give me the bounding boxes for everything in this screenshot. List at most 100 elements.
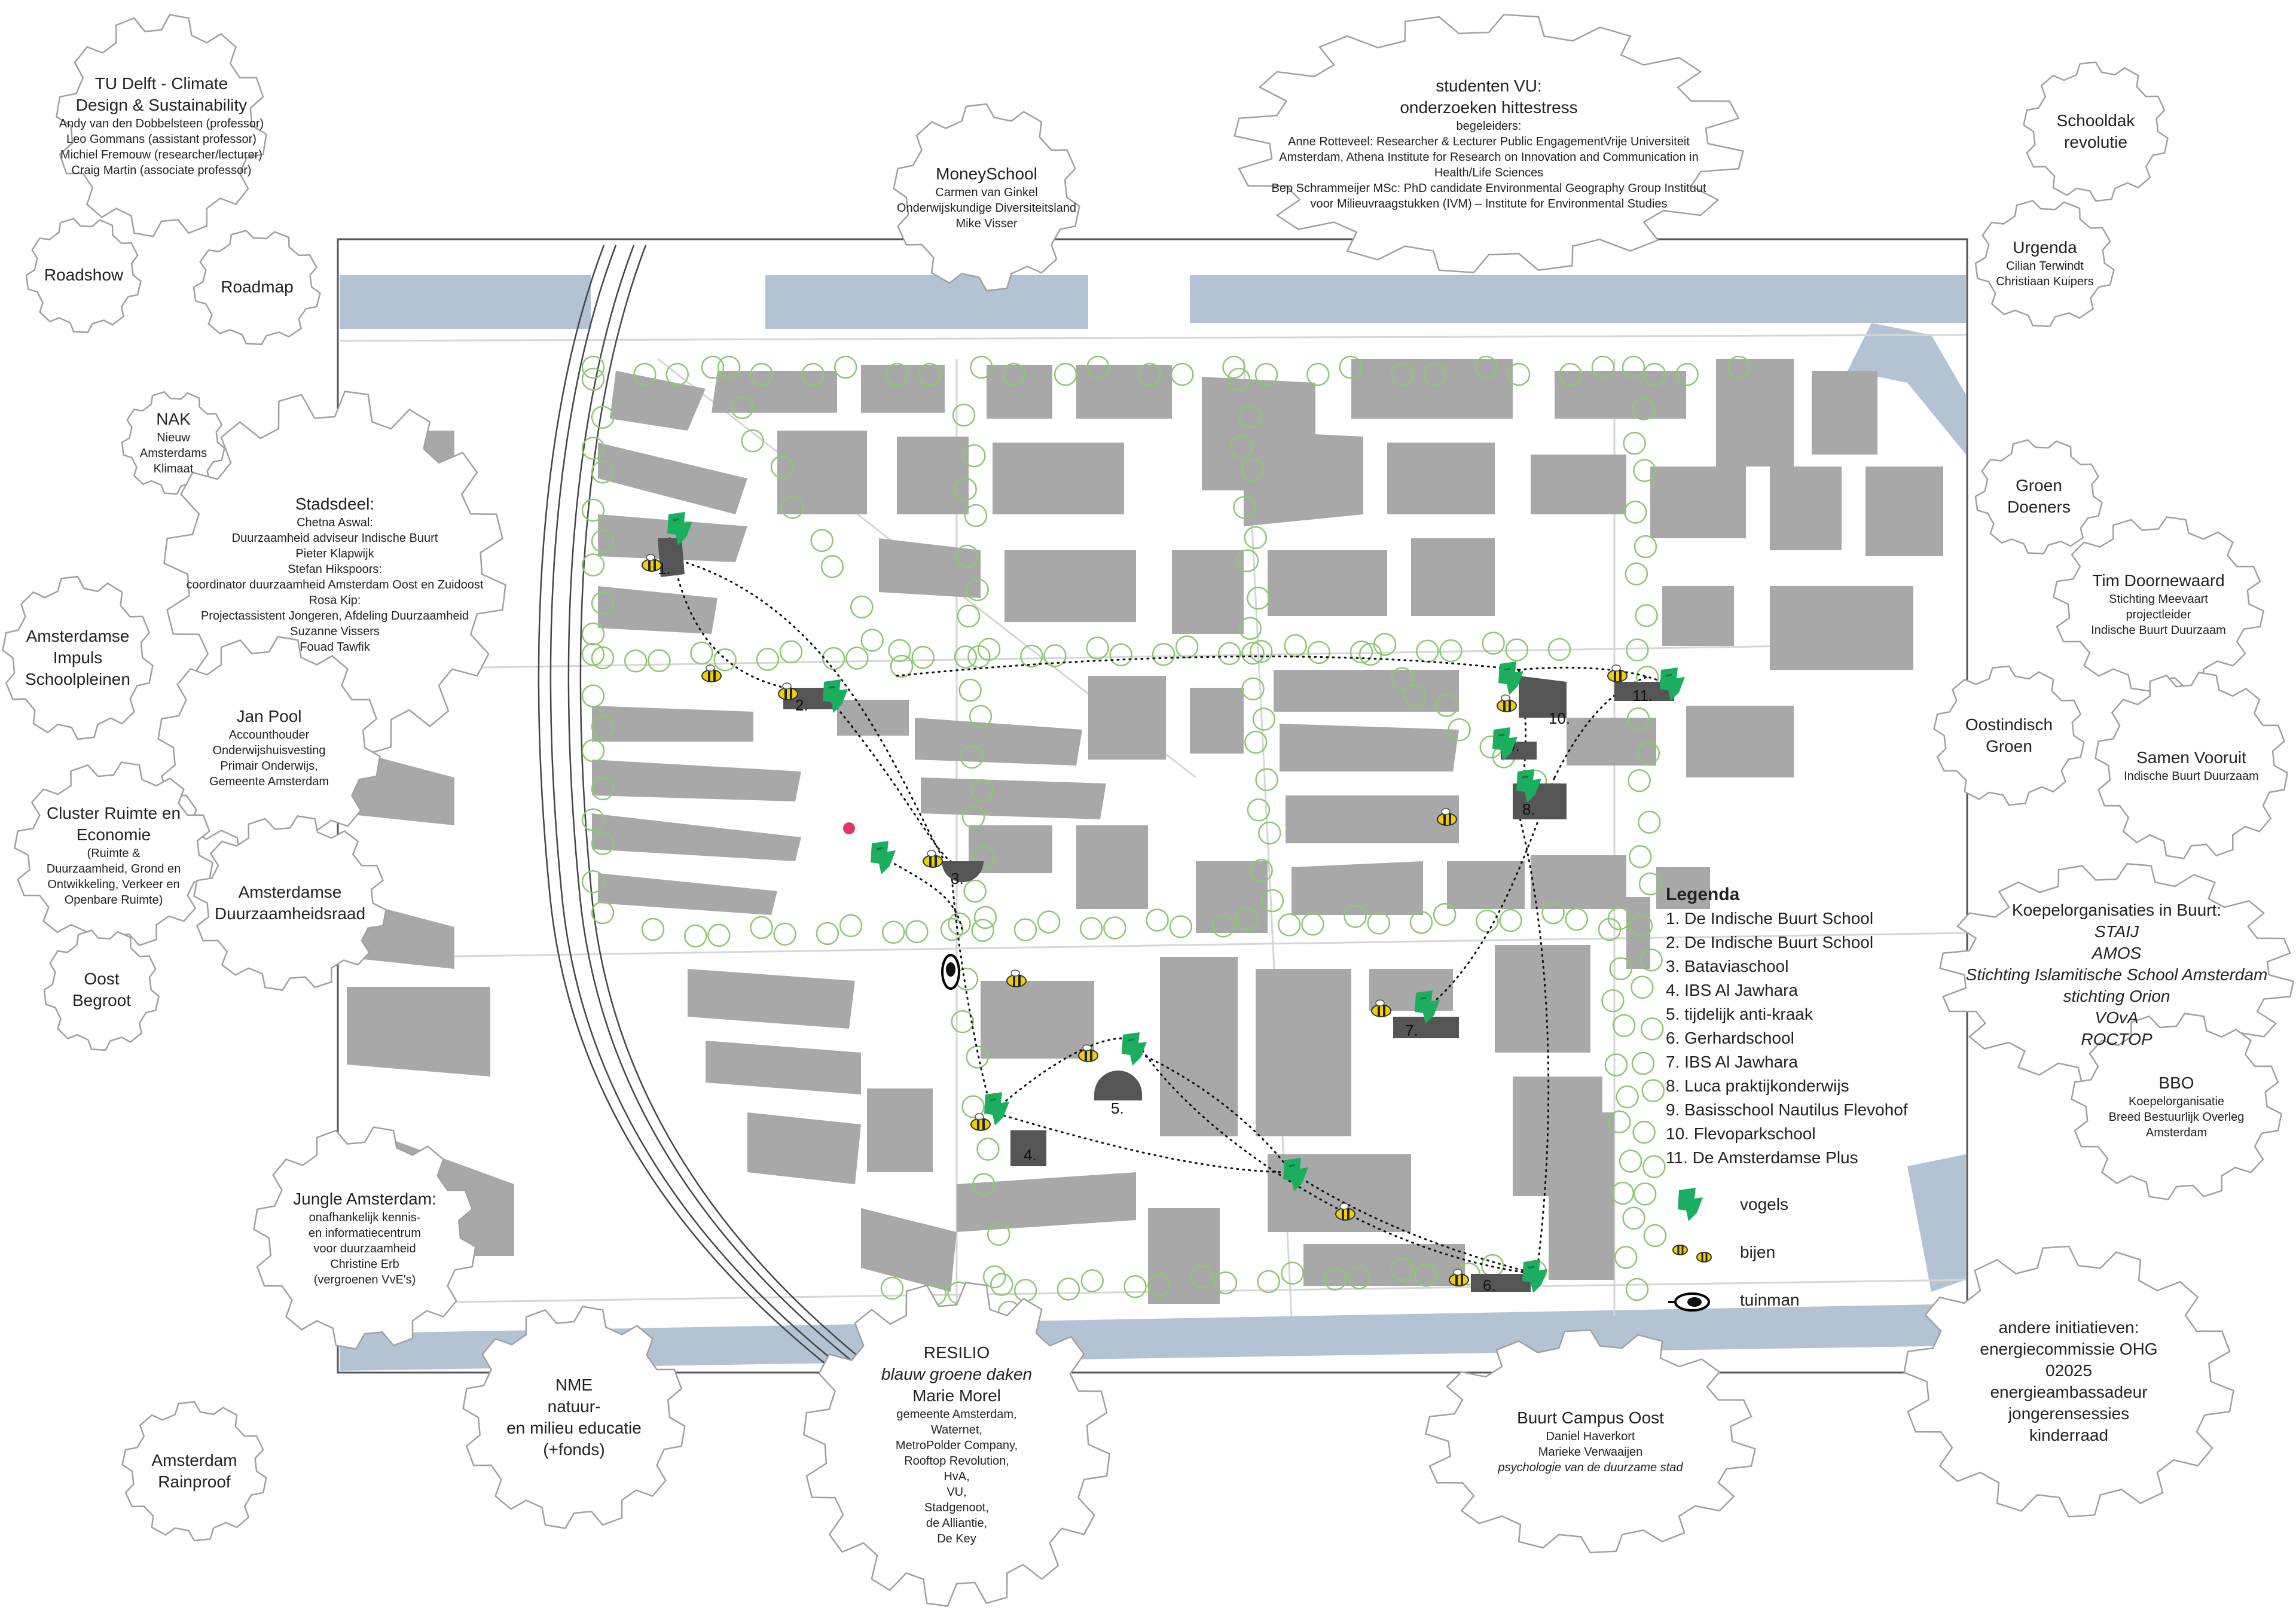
school-number: 6. [1483, 1276, 1496, 1294]
tree-icon [810, 529, 833, 553]
building [897, 437, 969, 514]
gear-line: Duurzaamheid, Grond en [46, 862, 181, 876]
location-marker [843, 822, 855, 834]
gear-title: Tim Doornewaard [2092, 571, 2225, 590]
building [987, 365, 1052, 419]
gear-line: Onderwijskundige Diversiteitsland [896, 202, 1077, 215]
tree-icon [581, 437, 605, 460]
building [837, 700, 909, 736]
tree-icon [713, 648, 737, 672]
building [1567, 718, 1656, 766]
gear-line: Rosa Kip: [309, 594, 361, 607]
tree-icon [1339, 355, 1362, 379]
building [347, 987, 490, 1077]
tree-icon [1244, 526, 1268, 550]
gear-title: Jungle Amsterdam: [293, 1190, 436, 1208]
tree-icon [1591, 355, 1615, 379]
gear-title: Koepelorganisaties in Buurt: [2011, 901, 2222, 919]
tree-icon [1505, 638, 1529, 661]
gear-line: Anne Rotteveel: Researcher & Lecturer Pu… [1288, 135, 1690, 148]
tree-icon [1416, 639, 1439, 663]
tree-icon [1623, 431, 1646, 455]
tree-icon [1390, 1258, 1414, 1281]
building [1004, 550, 1136, 622]
building [610, 371, 706, 431]
tree-icon [581, 622, 605, 646]
building [1531, 855, 1626, 909]
gear-icon [1425, 1329, 1756, 1554]
tree-icon [1675, 362, 1699, 386]
tree-icon [969, 705, 993, 728]
tree-icon [886, 362, 909, 386]
legend-item: 7. IBS Al Jawhara [1666, 1053, 1799, 1071]
street-trees [581, 355, 1751, 1324]
gear-line: STAIJ [2094, 922, 2139, 941]
tree-icon [1235, 549, 1259, 572]
gear-line: Chetna Aswal: [297, 516, 373, 529]
gear-line: MetroPolder Company, [895, 1439, 1018, 1452]
tree-icon [1643, 1224, 1667, 1248]
gear-line: Christine Erb [330, 1258, 399, 1271]
tree-icon [990, 1273, 1013, 1296]
tree-icon [624, 650, 648, 673]
tree-icon [958, 678, 982, 702]
gear-title: MoneySchool [936, 164, 1037, 183]
gear-icon [893, 103, 1080, 292]
gear-roadmap: Roadmap [191, 227, 323, 347]
tree-icon [1306, 362, 1330, 386]
tree-icon [820, 555, 844, 578]
gear-title: energieambassadeur [1990, 1383, 2148, 1401]
tree-icon [641, 917, 665, 941]
tree-icon [1433, 902, 1457, 926]
bird-icon [1678, 1188, 1703, 1221]
tree-icon [581, 642, 605, 666]
gear-icon [2053, 516, 2264, 692]
gear-line: Bep Schrammeijer MSc: PhD candidate Envi… [1271, 182, 1706, 195]
tree-icon [1414, 1264, 1437, 1287]
gear-line: Klimaat [153, 462, 194, 475]
building [1866, 466, 1943, 556]
tree-icon [954, 645, 978, 669]
tree-icon [1249, 640, 1273, 663]
building [1172, 550, 1244, 634]
gear-icon [253, 1126, 477, 1350]
tree-icon [1344, 905, 1367, 928]
tree-icon [1598, 917, 1622, 941]
tree-icon [1640, 1017, 1664, 1041]
tree-icon [1616, 1085, 1639, 1109]
tree-icon [880, 1276, 904, 1300]
gear-line: Craig Martin (associate professor) [71, 164, 252, 177]
tree-icon [1390, 667, 1414, 690]
gardener-icon [941, 954, 960, 990]
gear-title: (+fonds) [543, 1440, 605, 1459]
gear-line: Michiel Fremouw (researcher/lecturer) [60, 148, 262, 161]
building [1549, 1112, 1614, 1280]
tree-icon [1625, 562, 1648, 586]
gear-title: Stadsdeel: [295, 495, 375, 513]
tree-icon [970, 779, 994, 803]
gear-line: Fouad Tawfik [300, 641, 370, 654]
tree-icon [1324, 1267, 1347, 1291]
tree-icon [963, 879, 987, 903]
gear-line: Amsterdam [2145, 1126, 2208, 1139]
tree-icon [1482, 632, 1505, 655]
tree-icon [845, 647, 869, 670]
gear-line: Carmen van Ginkel [935, 186, 1038, 199]
tree-icon [1175, 635, 1199, 658]
tree-icon [960, 745, 984, 769]
gear-icon [462, 1306, 686, 1529]
tree-icon [1601, 989, 1625, 1013]
gear-line: Christiaan Kuipers [1996, 275, 2094, 288]
school-number: 5. [1111, 1099, 1124, 1117]
tree-icon [1638, 872, 1662, 896]
tree-icon [591, 405, 615, 429]
tree-icon [1054, 362, 1077, 386]
school-number: 11. [1632, 687, 1653, 705]
gear-title: Groen [2016, 476, 2062, 495]
gear-title: Design & Sustainability [75, 96, 248, 114]
tree-icon [1169, 915, 1193, 938]
building [879, 538, 981, 598]
